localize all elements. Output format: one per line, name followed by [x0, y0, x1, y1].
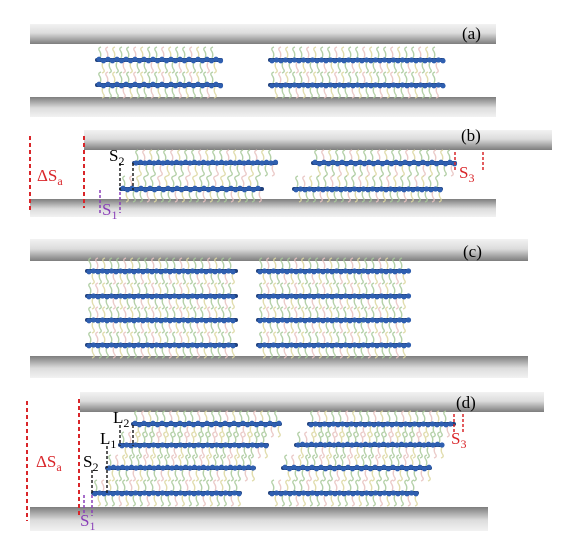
molecular-chain	[256, 282, 412, 310]
bottom-surface	[30, 356, 528, 378]
l2-label: L2	[113, 408, 129, 430]
top-surface	[30, 239, 528, 261]
molecular-chain	[105, 454, 256, 482]
panel-label-a: (a)	[462, 24, 481, 43]
bottom-surface	[30, 199, 496, 217]
bottom-surface	[30, 507, 488, 531]
molecular-chain	[118, 431, 269, 459]
top-surface	[30, 24, 496, 44]
delta-sa-label: ΔSa	[37, 166, 63, 188]
molecular-layer-group	[95, 46, 446, 99]
molecular-chain	[294, 431, 445, 459]
molecular-chain	[91, 479, 242, 507]
molecular-chain	[256, 257, 412, 285]
panel-label-b: (b)	[461, 126, 481, 145]
molecular-chain	[132, 149, 279, 177]
panel-d: ΔSa L2 L1 S2 S1 S3 (d)	[26, 392, 544, 533]
molecular-chain	[292, 175, 443, 203]
molecular-chain	[256, 306, 412, 334]
molecular-chain	[268, 71, 446, 99]
molecular-layer-group	[85, 257, 412, 359]
s1-label: S1	[80, 511, 95, 533]
molecular-chain	[256, 331, 412, 359]
molecular-chain	[268, 479, 419, 507]
molecular-layer-group	[91, 410, 456, 507]
molecular-chain	[311, 149, 458, 177]
molecular-chain	[281, 454, 432, 482]
top-surface	[80, 392, 544, 412]
s1-label: S1	[102, 200, 117, 222]
s2-label: S2	[109, 146, 124, 168]
s2-label: S2	[83, 452, 98, 474]
molecular-chain	[85, 257, 238, 285]
bottom-surface	[30, 97, 496, 117]
panel-label-d: (d)	[456, 393, 476, 412]
top-surface	[84, 130, 552, 150]
l1-label: L1	[100, 429, 116, 451]
molecular-layer-group	[119, 149, 458, 203]
molecular-chain	[131, 410, 282, 438]
panel-c: (c)	[30, 239, 528, 378]
delta-sa-label: ΔSa	[36, 452, 62, 474]
panel-a: (a)	[30, 24, 496, 117]
molecular-chain	[307, 410, 456, 438]
molecular-chain	[95, 46, 224, 74]
molecular-chain	[119, 175, 264, 203]
s3-label: S3	[451, 429, 466, 451]
molecular-chain	[85, 282, 238, 310]
molecular-chain	[85, 331, 238, 359]
s3-label: S3	[459, 163, 474, 185]
molecular-chain	[85, 306, 238, 334]
molecular-chain	[95, 71, 224, 99]
panel-label-c: (c)	[463, 242, 482, 261]
panel-b: ΔSa S2 S1 S3 (b)	[29, 126, 552, 222]
molecular-chain	[268, 46, 446, 74]
